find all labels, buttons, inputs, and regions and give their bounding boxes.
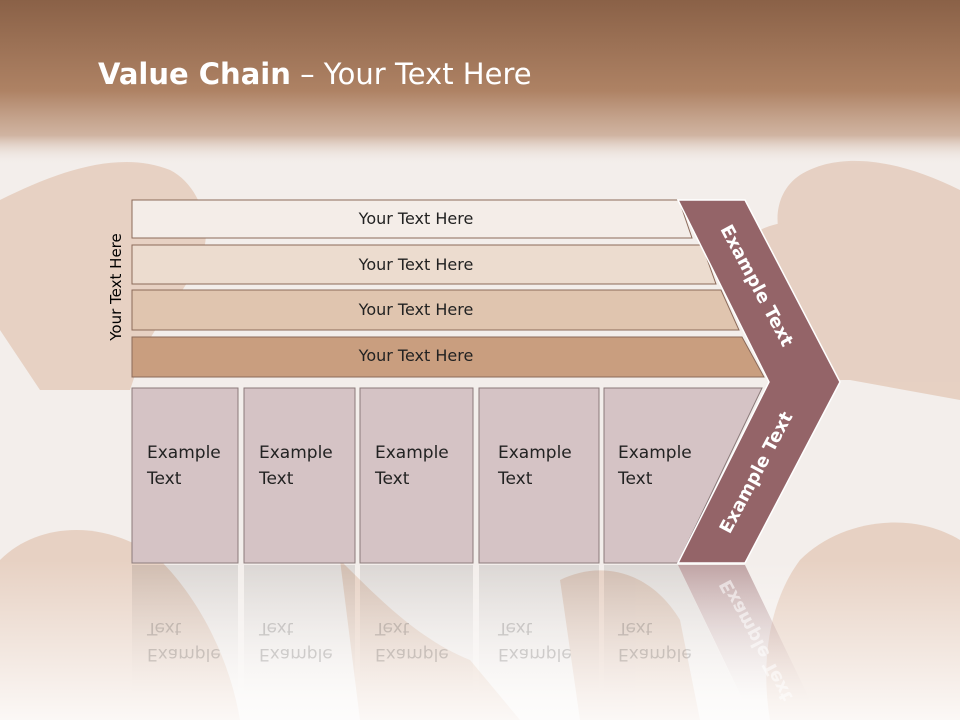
column-label-2: Example Text <box>259 440 359 492</box>
column-reflection-1: Example Text <box>147 615 247 667</box>
column-boxes <box>131 387 763 564</box>
column-reflection-4-line2: Text <box>498 618 533 638</box>
column-reflection-3: Example Text <box>375 615 475 667</box>
row-label-1: Your Text Here <box>358 209 474 228</box>
column-reflection-2: Example Text <box>259 615 359 667</box>
column-label-4-line2: Text <box>498 469 533 489</box>
row-label-3: Your Text Here <box>358 300 474 319</box>
column-box-3 <box>359 387 474 564</box>
column-reflection-3-line1: Example <box>375 644 449 664</box>
column-box-4 <box>478 387 600 564</box>
column-box-1 <box>131 387 239 564</box>
row-bar-2 <box>131 244 717 285</box>
column-reflection-3-line2: Text <box>375 618 410 638</box>
column-reflection-1-line1: Example <box>147 644 221 664</box>
column-reflection-5-line2: Text <box>618 618 653 638</box>
column-reflection-4: Example Text <box>498 615 598 667</box>
row-label-2: Your Text Here <box>358 255 474 274</box>
column-label-3-line1: Example <box>375 443 449 463</box>
column-label-5: Example Text <box>618 440 718 492</box>
column-reflection-5-line1: Example <box>618 644 692 664</box>
row-bar-4 <box>131 336 765 378</box>
column-label-2-line1: Example <box>259 443 333 463</box>
row-bar-3 <box>131 289 740 331</box>
column-reflection-5: Example Text <box>618 615 718 667</box>
column-reflection-4-line1: Example <box>498 644 572 664</box>
column-reflection-2-line1: Example <box>259 644 333 664</box>
column-label-4-line1: Example <box>498 443 572 463</box>
row-label-4: Your Text Here <box>358 346 474 365</box>
column-label-5-line1: Example <box>618 443 692 463</box>
column-label-3: Example Text <box>375 440 475 492</box>
column-label-4: Example Text <box>498 440 598 492</box>
column-label-2-line2: Text <box>259 469 294 489</box>
row-bars <box>131 199 765 378</box>
column-label-1-line2: Text <box>147 469 182 489</box>
side-label: Your Text Here <box>107 233 125 341</box>
title-rest: – Your Text Here <box>290 57 532 91</box>
page-title: Value Chain – Your Text Here <box>98 54 532 94</box>
column-label-3-line2: Text <box>375 469 410 489</box>
column-reflection-2-line2: Text <box>259 618 294 638</box>
column-label-1: Example Text <box>147 440 247 492</box>
column-reflection-1-line2: Text <box>147 618 182 638</box>
column-label-5-line2: Text <box>618 469 653 489</box>
column-box-2 <box>243 387 356 564</box>
row-bar-1 <box>131 199 693 239</box>
bottom-fade <box>0 560 960 720</box>
title-strong: Value Chain <box>98 57 291 91</box>
column-label-1-line1: Example <box>147 443 221 463</box>
header-band <box>0 0 960 165</box>
